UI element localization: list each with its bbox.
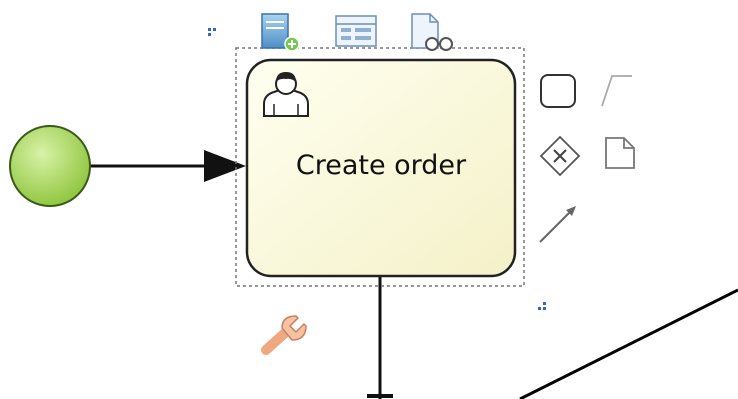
data-object-icon[interactable]: [605, 137, 635, 169]
annotation-icon[interactable]: [601, 75, 632, 107]
gateway-icon[interactable]: [539, 135, 581, 177]
sequence-flow-start-to-task[interactable]: [90, 150, 246, 182]
resize-handle-bottom-right[interactable]: [538, 302, 546, 310]
resize-handle-top-left[interactable]: [208, 28, 216, 36]
user-task-create-order[interactable]: [245, 58, 517, 278]
form-icon[interactable]: [335, 15, 377, 47]
wrench-icon[interactable]: [261, 315, 307, 355]
task-label: Create order: [295, 150, 467, 181]
sequence-flow-down[interactable]: [367, 276, 393, 399]
add-document-icon[interactable]: [261, 13, 300, 52]
sequence-flow-diagonal[interactable]: [519, 288, 738, 399]
connect-arrow-icon[interactable]: [539, 206, 576, 243]
view-document-icon[interactable]: [411, 13, 453, 51]
task-shape-icon[interactable]: [540, 74, 576, 108]
start-event[interactable]: [9, 125, 91, 207]
selection-frame: [235, 47, 525, 287]
user-icon: [263, 72, 309, 117]
